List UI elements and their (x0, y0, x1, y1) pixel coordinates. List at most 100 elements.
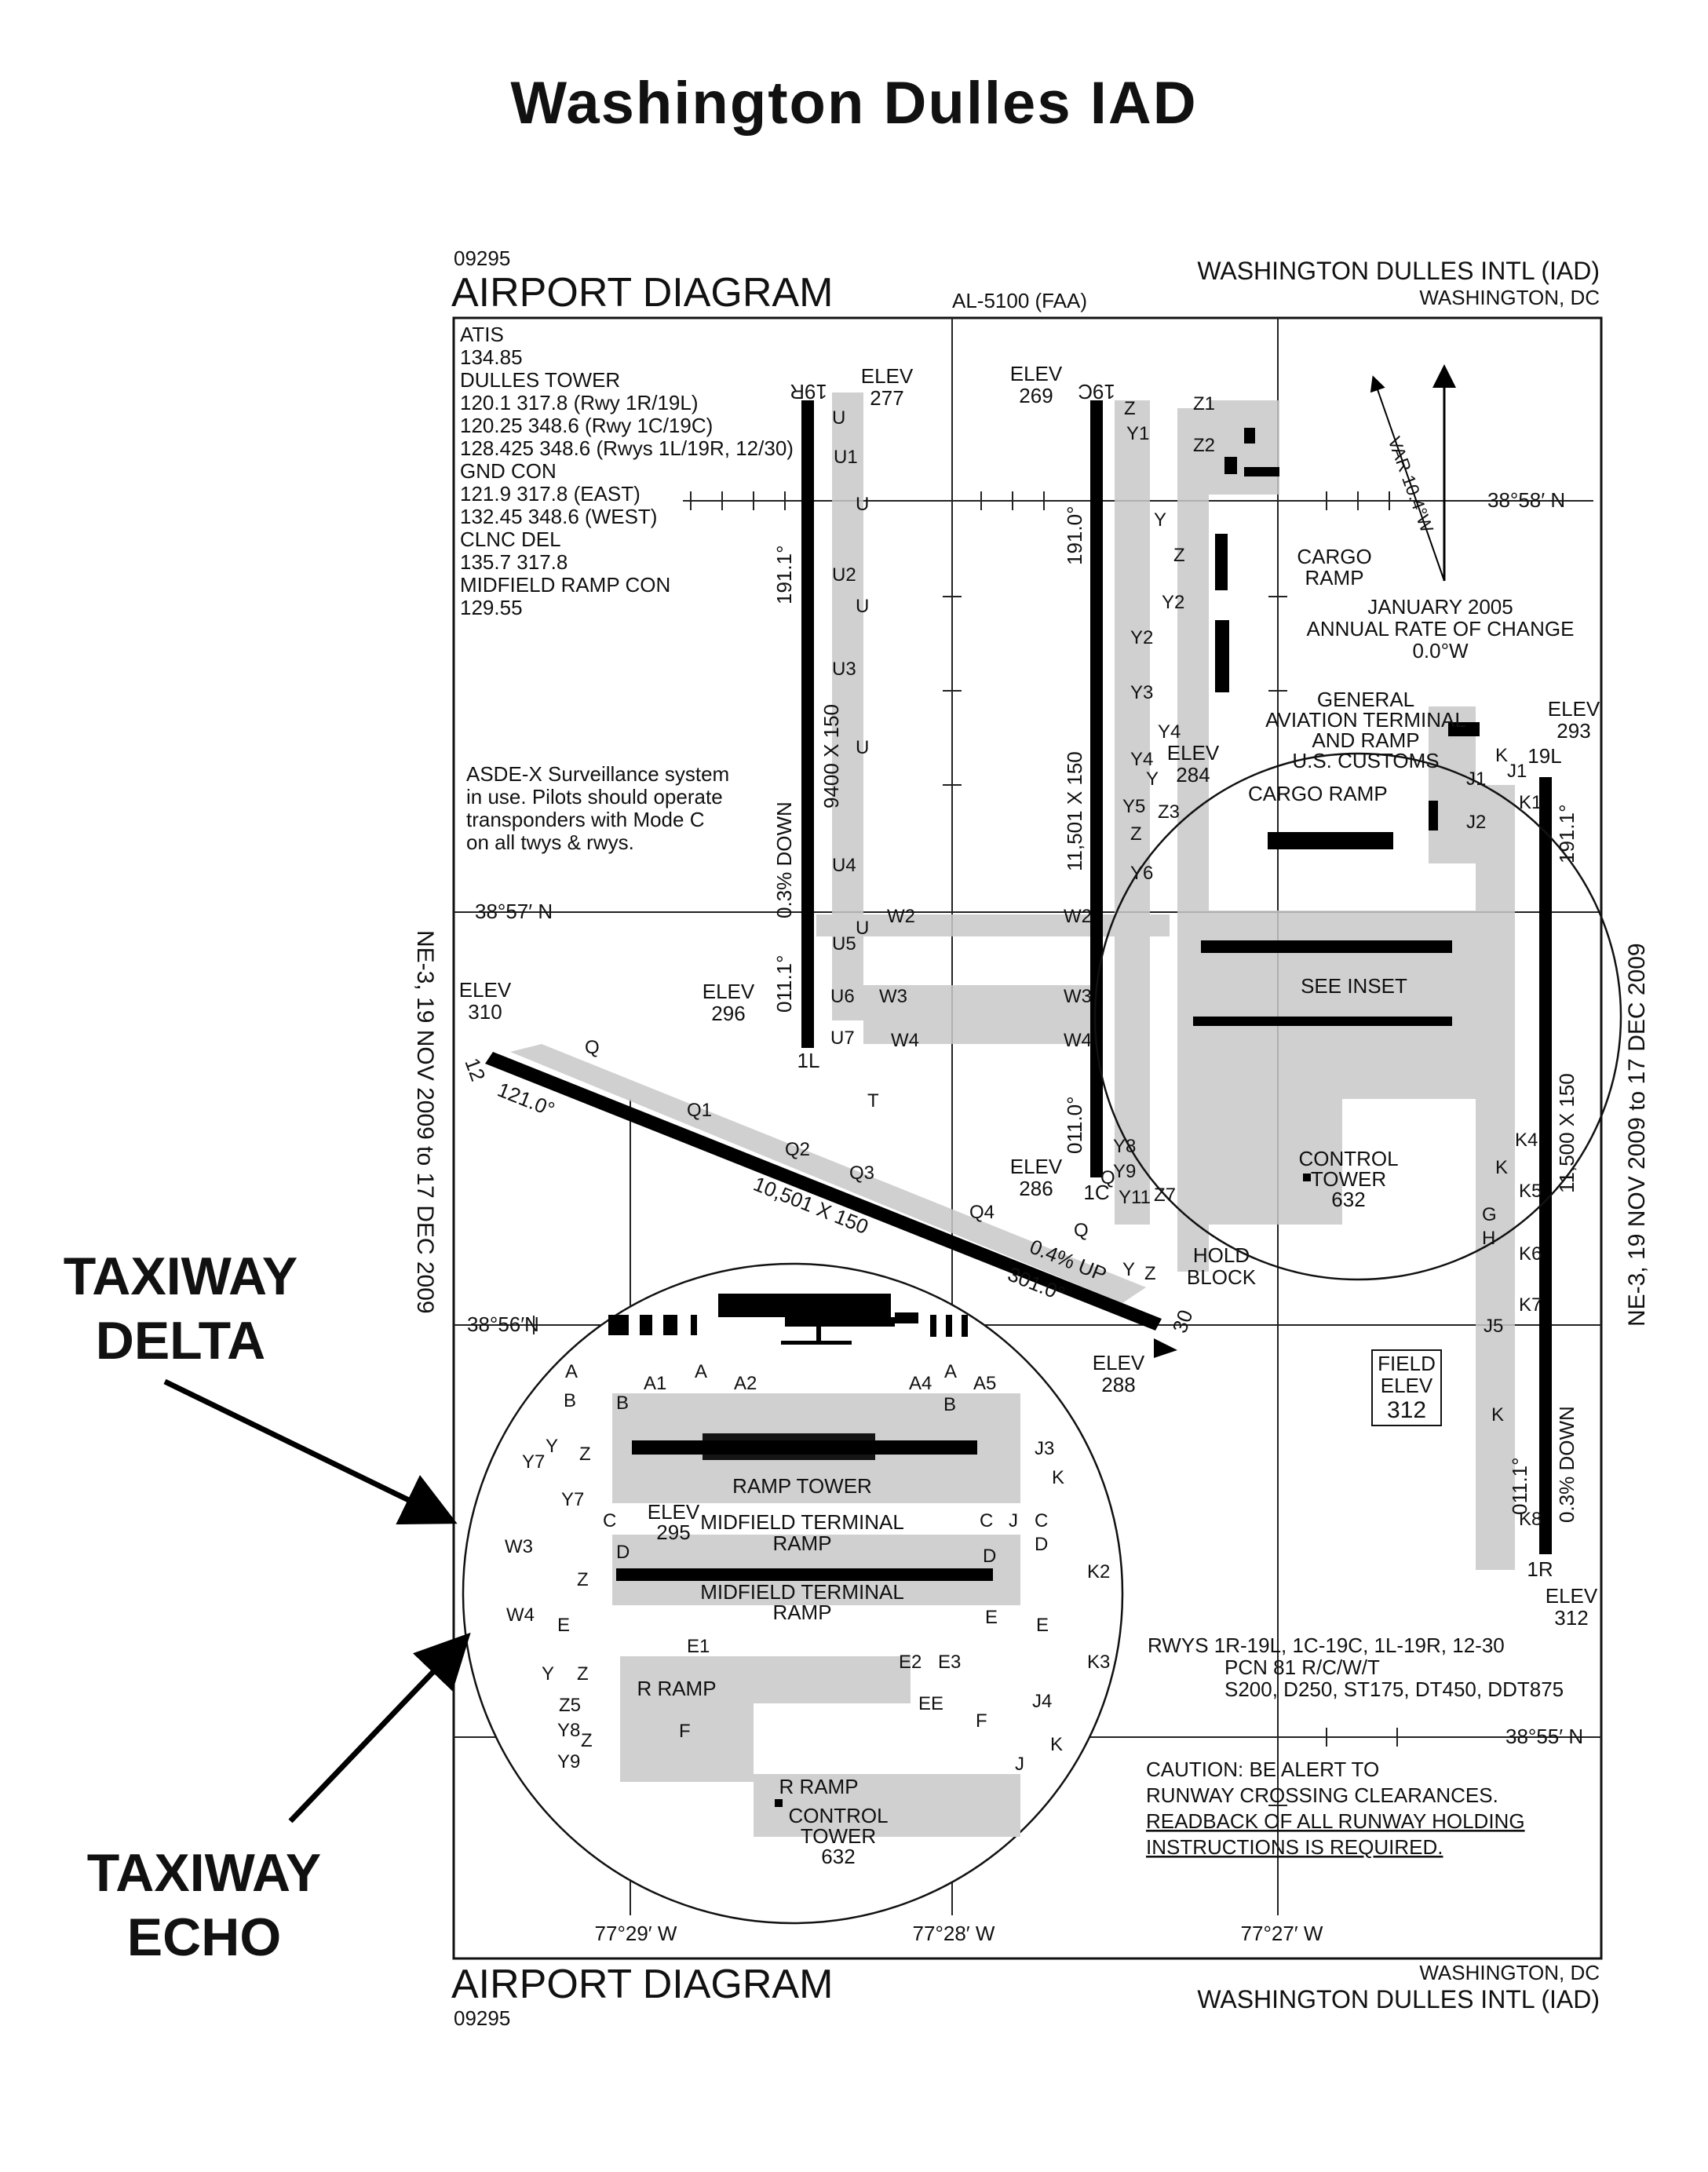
control-tower-marker (1303, 1174, 1311, 1181)
taxiway-label: K (1052, 1467, 1064, 1488)
taxiway-label: W4 (506, 1604, 535, 1626)
midfield-concourse (1201, 940, 1452, 953)
runway-1r-label: 1R (1527, 1557, 1553, 1581)
taxiway-label: B (564, 1390, 576, 1411)
taxiway-label: Z (1124, 398, 1136, 419)
taxiway-label: W2 (887, 906, 915, 927)
runway-30-threshold-arrow (1154, 1338, 1177, 1358)
freq-line: MIDFIELD RAMP CON (460, 573, 670, 597)
taxiway-q-pavement (510, 1044, 1146, 1303)
taxiway-label: K1 (1519, 792, 1542, 813)
variation-label: VAR 10.4°W (1384, 434, 1437, 535)
cargo-ramp-label: CARGO (1297, 545, 1371, 568)
chart-title-bottom: AIRPORT DIAGRAM (451, 1962, 833, 2007)
r-ramp-label: R RAMP (779, 1775, 858, 1798)
runway-1c-hdg-down: 011.0° (1063, 1096, 1086, 1154)
inset-control-tower (775, 1799, 783, 1807)
taxiway-label: A (695, 1361, 707, 1382)
taxiway-label: U4 (832, 855, 856, 876)
buildings (1193, 428, 1480, 1181)
taxiway-label: U (856, 596, 869, 617)
taxiway-label: E1 (687, 1636, 710, 1657)
ramp-tower-label: RAMP TOWER (732, 1474, 872, 1498)
taxiway-label: B (616, 1393, 629, 1414)
taxiway-label: W4 (891, 1030, 919, 1051)
inset-building (895, 1312, 918, 1323)
taxiway-label: Z5 (559, 1695, 581, 1716)
taxiway-label: H (1482, 1228, 1495, 1249)
taxiway-label: C (603, 1510, 616, 1531)
taxiway-label: W4 (1064, 1030, 1092, 1051)
taxiway-label: Y7 (561, 1489, 584, 1510)
taxiway-labels-main: UU1UU2UU3UU4U5UU6U7W2W3W4TZY1Z1Z2YZY2Y2Y… (585, 393, 1542, 1530)
inset-main-pavement (1177, 911, 1491, 1099)
cargo-ramp-label: CARGO RAMP (1248, 782, 1388, 805)
taxiway-label: Y (1146, 768, 1159, 790)
taxiway-label: Q (585, 1037, 600, 1058)
asde-line: in use. Pilots should operate (466, 785, 723, 809)
runway-1r-dims: 11,500 X 150 (1555, 1073, 1578, 1193)
taxiway-label: A5 (973, 1373, 996, 1394)
taxiway-label: J5 (1484, 1316, 1503, 1337)
inset-building (930, 1315, 936, 1337)
runway-info-line: PCN 81 R/C/W/T (1224, 1655, 1380, 1679)
inset-tower-label: CONTROL (788, 1804, 888, 1827)
airport-name-bottom: WASHINGTON DULLES INTL (IAD) (1197, 1985, 1600, 2013)
inset-tower-label: TOWER (801, 1824, 876, 1848)
w3-apron (863, 985, 1091, 1044)
lon-label-29: 77°29′ W (595, 1922, 677, 1945)
runway-19c-label: 19C (1078, 380, 1115, 403)
runway-1l-19r (801, 400, 814, 1048)
taxiway-label: U (832, 407, 845, 429)
ga-terminal-label: AND RAMP (1312, 728, 1419, 752)
detail-inset (462, 1262, 1124, 1925)
asde-note: ASDE-X Surveillance system in use. Pilot… (466, 762, 729, 854)
runway-1c-dims: 11,501 X 150 (1063, 751, 1086, 871)
taxiway-label: J1 (1507, 761, 1527, 782)
delta-arrow (163, 1378, 458, 1524)
taxiway-label: Q (1100, 1167, 1115, 1188)
runway-1c-label: 1C (1083, 1181, 1109, 1204)
rate-line: JANUARY 2005 (1367, 595, 1513, 619)
ga-terminal-label: AVIATION TERMINAL (1265, 708, 1466, 732)
taxiway-label: A1 (644, 1373, 666, 1394)
taxiway-label: J3 (1035, 1438, 1054, 1459)
runway-19r-label: 19R (790, 380, 827, 403)
lat-label-56: 38°56′N (467, 1312, 539, 1336)
taxiway-label: Y (546, 1436, 558, 1457)
runway-1l-hdg-down: 011.1° (772, 955, 796, 1013)
taxiway-label: U (856, 737, 869, 758)
freq-line: 134.85 (460, 345, 523, 369)
inset-ramp-pavement (620, 1656, 754, 1782)
taxiway-label: W3 (505, 1536, 533, 1557)
city-top: WASHINGTON, DC (1419, 286, 1600, 309)
runway-12-30 (485, 1052, 1162, 1331)
freq-line: CLNC DEL (460, 527, 561, 551)
taxiway-label: K5 (1519, 1181, 1542, 1202)
taxiway-label: A (565, 1361, 578, 1382)
taxiway-label: Z3 (1158, 801, 1180, 823)
see-inset-label: SEE INSET (1301, 974, 1407, 998)
lat-label-55: 38°55′ N (1505, 1725, 1583, 1748)
taxiway-label: K4 (1515, 1130, 1538, 1151)
ga-building (1448, 722, 1480, 736)
runways (485, 400, 1552, 1554)
control-tower-label: TOWER (1311, 1167, 1386, 1191)
field-elev-box (1371, 1349, 1442, 1426)
elev-label: ELEV (1010, 1155, 1063, 1178)
inset-building (962, 1315, 968, 1337)
elev-label: ELEV (1548, 697, 1600, 721)
elev-value: 312 (1554, 1606, 1588, 1630)
annotation-line: DELTA (95, 1311, 266, 1371)
taxiway-label: Y9 (557, 1751, 580, 1772)
taxiway-label: W3 (1064, 986, 1092, 1007)
freq-line: 121.9 317.8 (EAST) (460, 482, 640, 506)
inset-tower-stem (816, 1327, 821, 1342)
lat-label-58: 38°58′ N (1487, 488, 1565, 512)
inset-building (691, 1315, 697, 1335)
midfield-ramp-label: RAMP (772, 1601, 831, 1624)
taxiway-label: B (943, 1394, 956, 1415)
caution-note: CAUTION: BE ALERT TO RUNWAY CROSSING CLE… (1146, 1758, 1525, 1859)
w2-connector (816, 914, 1170, 936)
taxiway-label: D (983, 1546, 996, 1567)
